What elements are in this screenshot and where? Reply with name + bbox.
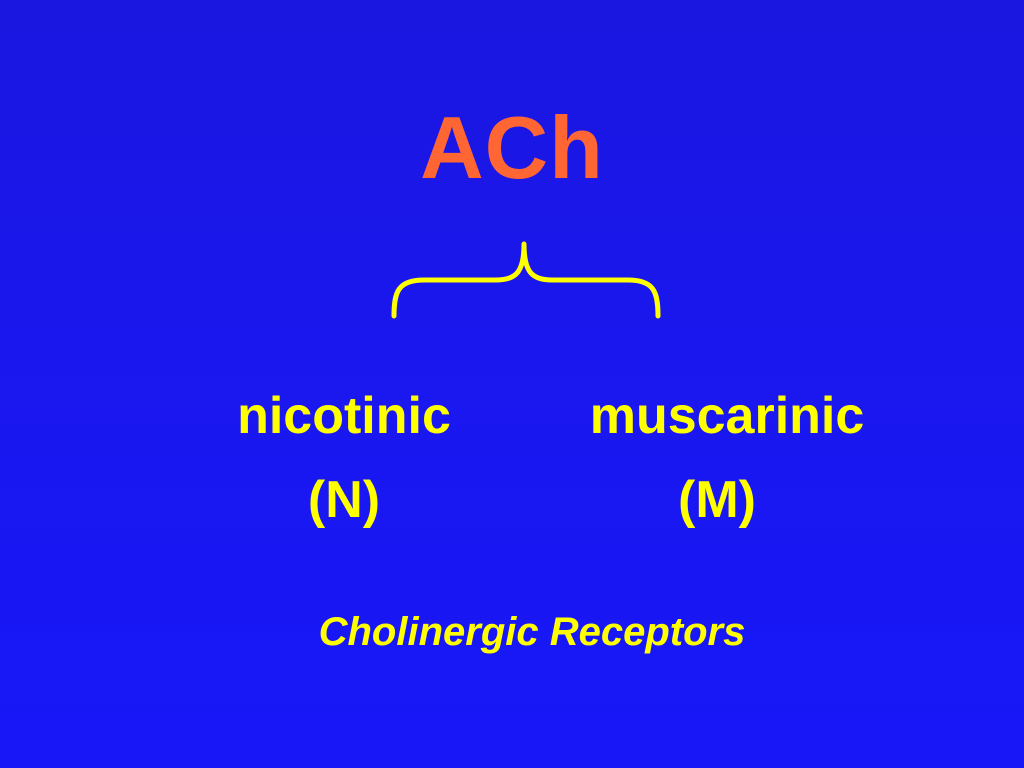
nicotinic-abbreviation: (N) xyxy=(307,471,381,529)
muscarinic-abbreviation: (M) xyxy=(678,471,756,529)
slide-caption: Cholinergic Receptors xyxy=(318,610,746,654)
slide-title: ACh xyxy=(420,98,604,197)
nicotinic-label: nicotinic xyxy=(237,387,451,445)
curly-brace xyxy=(391,241,661,319)
muscarinic-label: muscarinic xyxy=(589,387,865,445)
brace-path xyxy=(391,241,661,319)
